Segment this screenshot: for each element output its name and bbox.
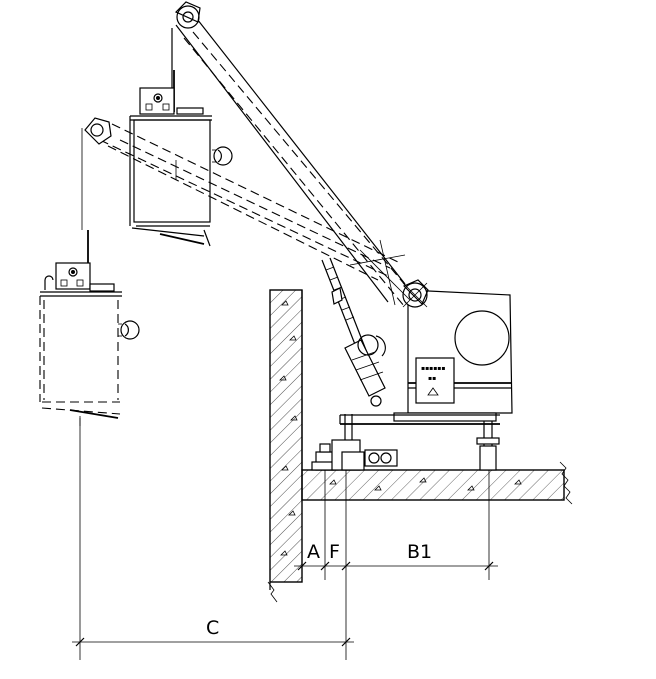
- svg-text:▪▪: ▪▪: [428, 375, 436, 382]
- svg-text:▪▪▪▪▪▪: ▪▪▪▪▪▪: [421, 365, 445, 372]
- gondola-upper: [129, 28, 233, 247]
- gondola-lower: [39, 230, 140, 426]
- dimension-lines: [72, 418, 498, 660]
- boom-upper: [175, 9, 429, 308]
- control-box: ▪▪▪▪▪▪ ▪▪: [415, 357, 455, 404]
- dimension-label-b1: B1: [407, 541, 432, 563]
- boom-lower-head-pulley: [81, 117, 112, 230]
- rear-support-foot: [476, 420, 500, 471]
- dimension-label-a: A: [307, 541, 320, 563]
- boom-lower: [99, 123, 411, 306]
- dimension-label-f: F: [329, 541, 340, 563]
- building-wall: [267, 289, 303, 603]
- boom-upper-head-pulley: [174, 1, 201, 29]
- front-beam-support: [311, 414, 398, 471]
- dimension-label-c: C: [206, 617, 219, 639]
- boom-strut: [321, 257, 386, 407]
